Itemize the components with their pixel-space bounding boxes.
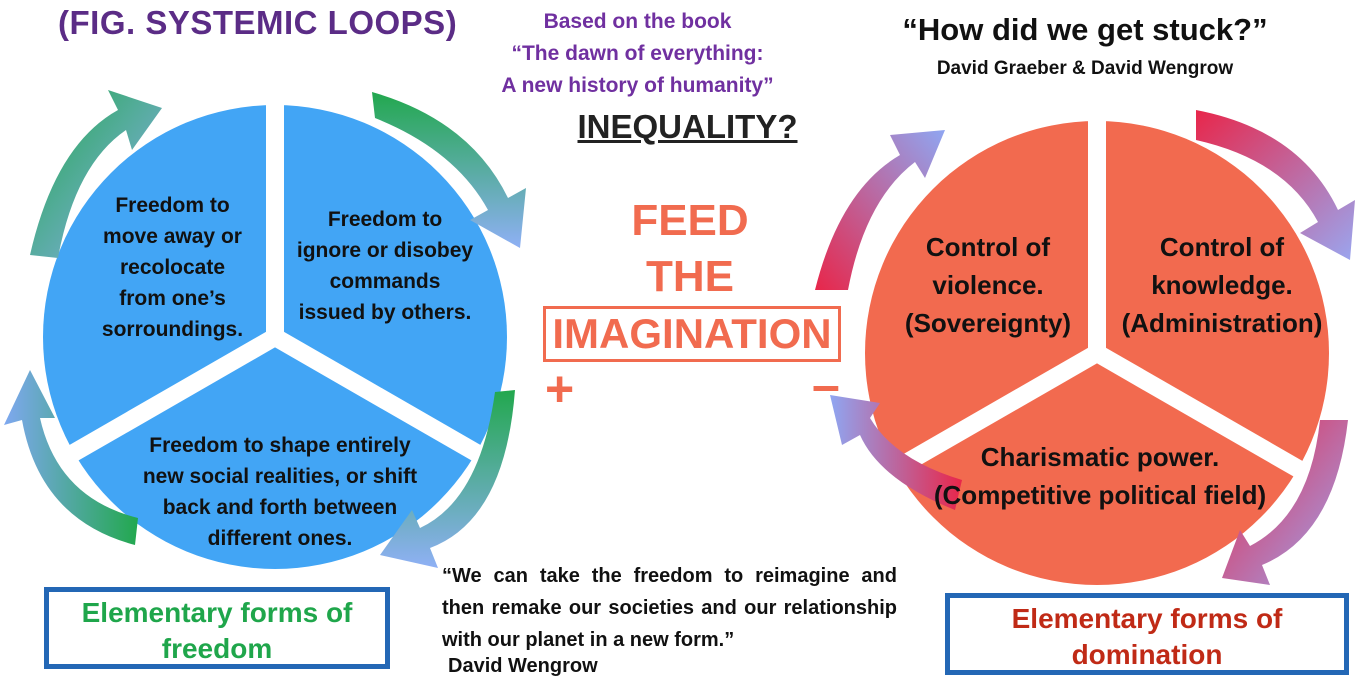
domination-segment-knowledge: Control of knowledge. (Administration) xyxy=(1112,228,1332,342)
freedom-label-box: Elementary forms of freedom xyxy=(44,587,390,669)
arrow-left-top xyxy=(30,90,162,258)
domination-segment-violence: Control of violence. (Sovereignty) xyxy=(888,228,1088,342)
box-line: domination xyxy=(1071,639,1223,670)
the-text: THE xyxy=(646,252,734,301)
plus-sign: + xyxy=(545,361,575,417)
figure-title: (FIG. SYSTEMIC LOOPS) xyxy=(58,4,458,41)
segment-line: (Competitive political field) xyxy=(933,480,1267,510)
arrow-r-right-bottom xyxy=(1222,420,1348,585)
quote-author: David Wengrow xyxy=(448,655,598,677)
arrow-r-left-bottom xyxy=(830,395,962,510)
arrow-right-top xyxy=(372,92,526,248)
arrow-r-right-top xyxy=(1196,110,1355,260)
segment-line: Freedom to xyxy=(327,208,443,231)
freedom-segment-shape: Freedom to shape entirely new social rea… xyxy=(120,430,440,554)
segment-line: different ones. xyxy=(207,527,353,550)
segment-line: move away or xyxy=(103,225,242,248)
segment-line: ignore or disobey xyxy=(296,239,474,262)
domination-circle xyxy=(865,116,1329,585)
segment-line: new social realities, or shift xyxy=(142,465,418,488)
box-line: freedom xyxy=(161,633,273,664)
freedom-segment-disobey: Freedom to ignore or disobey commands is… xyxy=(285,204,485,328)
segment-line: Control of xyxy=(1159,232,1285,262)
domination-label-box: Elementary forms of domination xyxy=(945,593,1349,675)
segment-line: Freedom to shape entirely xyxy=(149,434,411,457)
book-line: “The dawn of everything: xyxy=(511,42,764,65)
freedom-segment-move: Freedom to move away or recolocate from … xyxy=(80,190,265,345)
segment-line: Control of xyxy=(925,232,1051,262)
arrow-r-left-top xyxy=(815,130,945,290)
inequality-heading: INEQUALITY? xyxy=(577,108,798,145)
segment-line: commands xyxy=(329,270,441,293)
book-line: Based on the book xyxy=(543,10,732,33)
segment-line: violence. xyxy=(932,270,1044,300)
segment-line: Freedom to xyxy=(115,194,230,217)
book-reference: Based on the book “The dawn of everythin… xyxy=(480,6,795,102)
segment-line: issued by others. xyxy=(298,301,472,324)
segment-line: knowledge. xyxy=(1151,270,1293,300)
feed-text: FEED xyxy=(631,196,749,245)
segment-line: from one’s xyxy=(119,287,226,310)
segment-line: recolocate xyxy=(119,256,226,279)
segment-line: sorroundings. xyxy=(101,318,244,341)
arrow-right-bottom xyxy=(380,390,515,568)
authors: David Graeber & David Wengrow xyxy=(936,58,1234,79)
wengrow-quote: “We can take the freedom to reimagine an… xyxy=(442,565,897,651)
main-question: “How did we get stuck?” xyxy=(902,12,1268,47)
segment-line: (Sovereignty) xyxy=(904,308,1072,338)
box-line: Elementary forms of xyxy=(81,597,353,628)
segment-line: (Administration) xyxy=(1121,308,1323,338)
domination-segment-charisma: Charismatic power. (Competitive politica… xyxy=(920,438,1280,514)
arrow-left-bottom xyxy=(4,370,138,545)
segment-line: Charismatic power. xyxy=(980,442,1220,472)
minus-sign: – xyxy=(812,357,840,413)
book-line: A new history of humanity” xyxy=(501,74,774,97)
segment-line: back and forth between xyxy=(162,496,398,519)
imagination-box: IMAGINATION xyxy=(543,306,841,362)
box-line: Elementary forms of xyxy=(1011,603,1283,634)
freedom-circle xyxy=(43,100,507,569)
